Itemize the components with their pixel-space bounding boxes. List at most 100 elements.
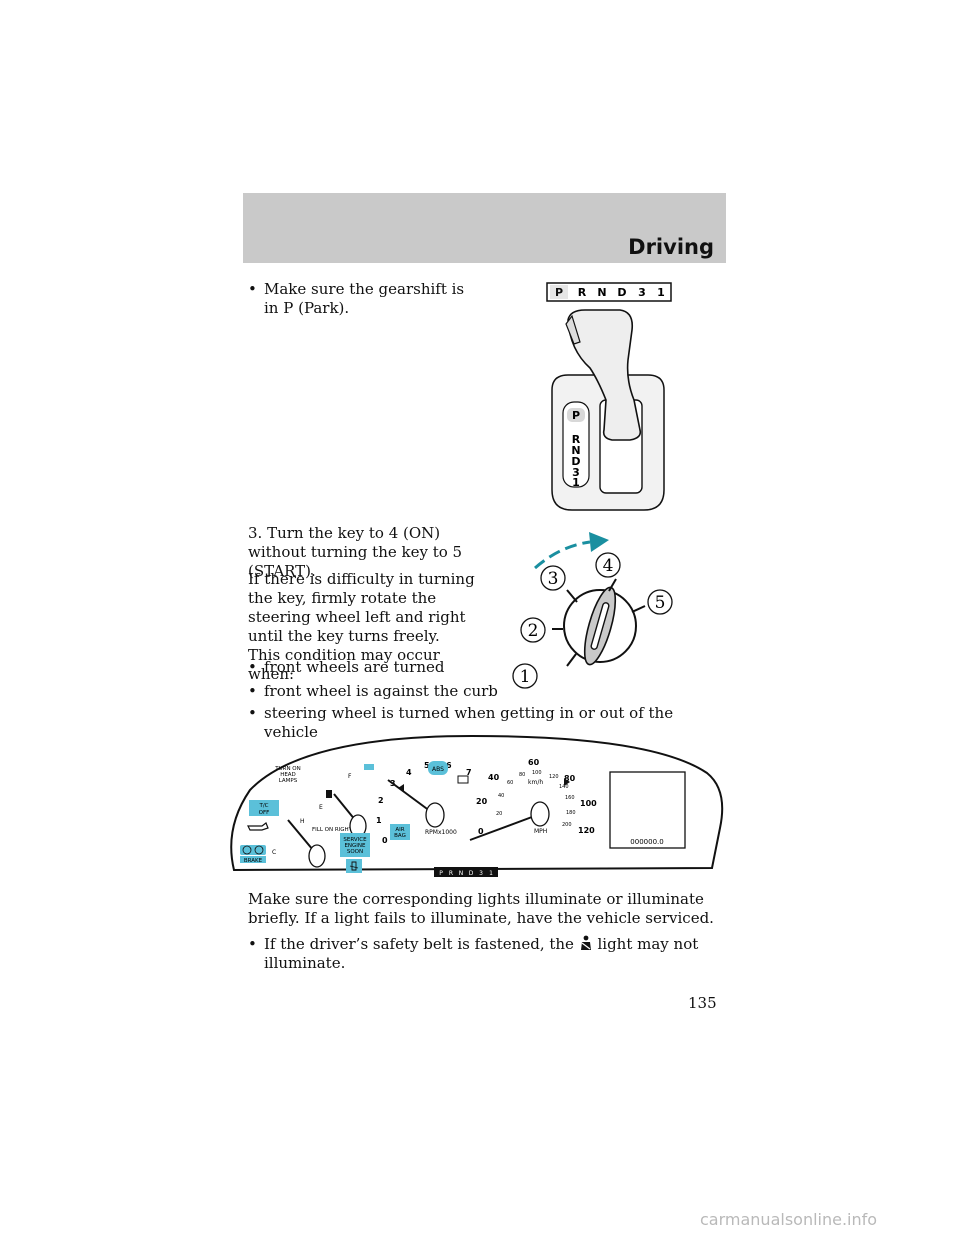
gate-letter-3: 3: [572, 466, 580, 479]
head-lamps-line3: LAMPS: [279, 778, 298, 784]
ignition-key-icon: [583, 586, 617, 666]
kmh-tick-60: 60: [507, 780, 513, 786]
head-lamps-line2: HEAD: [280, 772, 296, 778]
brake-label: BRAKE: [244, 858, 263, 864]
tach-needle-hub: [425, 802, 445, 828]
prnd-3: 3: [479, 870, 483, 877]
lights-paragraph: Make sure the corresponding lights illum…: [248, 890, 714, 927]
kmh-tick-80: 80: [519, 772, 525, 778]
belt-note-before: If the driver’s safety belt is fastened,…: [264, 935, 574, 953]
prnd-d: D: [469, 870, 474, 877]
rpm-tick-7: 7: [466, 768, 472, 777]
air-bag-line2: BAG: [394, 833, 406, 839]
brake-label-box: [240, 856, 266, 863]
tc-off-line2: OFF: [259, 810, 270, 816]
gate-letters: P R N D 3 1: [571, 409, 580, 489]
mph-tick-40: 40: [488, 773, 500, 782]
shift-lever: [567, 309, 642, 441]
mph-tick-60: 60: [528, 758, 540, 767]
gear-indicator-d: D: [617, 286, 626, 299]
bullet-gearshift: Make sure the gearshift is in P (Park).: [248, 280, 474, 318]
kmh-scale: 20 40 60 80 100 120 140 160 180 200: [496, 770, 576, 828]
gear-indicator-letters: P R N D 3 1: [555, 286, 665, 299]
belt-note-after: light may not illuminate.: [264, 935, 699, 972]
odometer-window: [609, 771, 686, 849]
bullet-gearshift-text: Make sure the gearshift is in P (Park).: [264, 280, 465, 317]
kmh-tick-180: 180: [566, 810, 576, 816]
oil-pressure-icon: [247, 822, 269, 831]
turn-on-head-lamps: TURN ON HEAD LAMPS: [274, 766, 301, 784]
gear-indicator-p: P: [555, 286, 563, 299]
rotation-arrowhead-icon: [589, 532, 609, 552]
tc-off-lamp: [249, 800, 279, 816]
prnd-n: N: [459, 870, 464, 877]
speed-needle-hub: [530, 801, 550, 827]
ses-line2: ENGINE: [344, 843, 366, 849]
gear-letter-p-highlight: [567, 408, 585, 422]
brake-lamp: [240, 845, 266, 855]
battery-icon: [364, 764, 374, 770]
bullet-condition-1-text: front wheels are turned: [264, 658, 445, 676]
bullet-condition-3-text: steering wheel is turned when getting in…: [264, 704, 674, 741]
prnd-strip: [434, 867, 498, 877]
gate-letter-r: R: [572, 433, 581, 446]
speed-needle: [469, 813, 541, 841]
rpm-tick-6: 6: [446, 761, 452, 770]
gate-letter-1: 1: [572, 476, 580, 489]
instrument-cluster-figure: 000000.0 TURN ON HEAD LAMPS T/C OFF BRAK…: [230, 734, 724, 877]
difficulty-paragraph: If there is difficulty in turning the ke…: [248, 570, 475, 683]
kmh-tick-20: 20: [496, 811, 502, 817]
brake-icon-2: [254, 845, 264, 855]
kmh-label: km/h: [528, 779, 543, 786]
gate-letter-n: N: [571, 444, 580, 457]
kmh-tick-140: 140: [559, 784, 569, 790]
bullet-condition-1: front wheels are turned: [248, 658, 494, 677]
kmh-tick-200: 200: [562, 822, 572, 828]
head-lamps-line1: TURN ON: [274, 766, 301, 772]
ignition-pos-2: 2: [528, 621, 539, 641]
bullet-condition-2: front wheel is against the curb: [248, 682, 504, 701]
gear-indicator-3: 3: [638, 286, 646, 299]
temp-needle-hub: [308, 844, 326, 868]
abs-lamp: [428, 761, 448, 775]
tach-needle: [387, 779, 435, 815]
pos-tick-5: [631, 605, 646, 613]
mph-tick-20: 20: [476, 797, 488, 806]
gate-letter-d: D: [571, 455, 580, 468]
temp-label-c: C: [272, 849, 276, 856]
pos-tick-1: [566, 653, 577, 667]
prnd-1: 1: [489, 870, 493, 877]
gear-indicator-bar: [546, 282, 672, 302]
gate-letter-p: P: [572, 409, 580, 422]
mph-label: MPH: [534, 828, 547, 835]
kmh-tick-160: 160: [565, 795, 575, 801]
section-title: Driving: [628, 235, 714, 259]
air-bag-line1: AIR: [395, 827, 404, 833]
prnd-p: P: [439, 870, 443, 877]
mph-tick-80: 80: [564, 774, 576, 783]
speedometer: 0 20 40 60 80 100 120: [476, 758, 597, 836]
step3-paragraph: 3. Turn the key to 4 (ON) without turnin…: [248, 524, 463, 580]
rpm-tick-5: 5: [424, 761, 430, 770]
safety-belt-lamp: [346, 859, 362, 873]
pos-tick-3: [566, 589, 578, 603]
temp-label-h: H: [300, 818, 305, 825]
kmh-tick-120: 120: [549, 774, 559, 780]
kmh-tick-100: 100: [532, 770, 542, 776]
prnd-r: R: [449, 870, 453, 877]
header-band: Driving: [243, 193, 726, 263]
gearshift-figure: P R N D 3 1 P R N D 3 1: [546, 282, 672, 511]
rpm-tick-2: 2: [378, 796, 384, 805]
odometer-value: 000000.0: [630, 838, 663, 846]
tc-off-line1: T/C: [258, 803, 268, 809]
service-engine-soon-lamp: [340, 833, 370, 857]
fuel-pump-icon: [326, 790, 332, 798]
fill-on-right: FILL ON RIGHT >: [312, 827, 359, 833]
site-watermark: carmanualsonline.info: [700, 1210, 878, 1229]
ses-line3: SOON: [347, 849, 363, 855]
gear-indicator-1: 1: [657, 286, 665, 299]
gear-indicator-n: N: [597, 286, 606, 299]
rpm-label: RPMx1000: [425, 829, 457, 836]
page-number: 135: [688, 994, 717, 1012]
ignition-pos-5: 5: [655, 593, 666, 613]
